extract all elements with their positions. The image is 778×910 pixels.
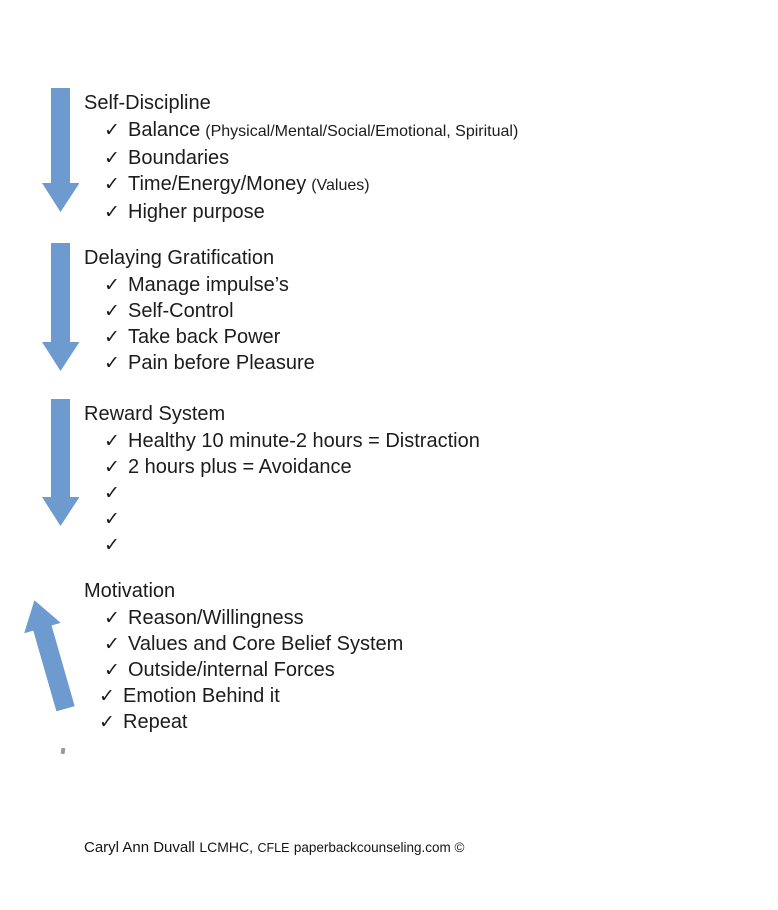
list-item: ✓ Emotion Behind it (99, 683, 704, 709)
list-item-text: Reason/Willingness (128, 607, 304, 629)
checkmark-icon: ✓ (104, 482, 120, 504)
list-item: ✓ (104, 532, 704, 558)
list-item: ✓ Pain before Pleasure (104, 350, 704, 376)
checkmark-icon: ✓ (104, 201, 120, 223)
checkmark-icon: ✓ (99, 711, 115, 733)
list-item: ✓ Take back Power (104, 324, 704, 350)
list-item: ✓ Manage impulse’s (104, 272, 704, 298)
list-item-text: Balance (128, 119, 201, 141)
list-item: ✓ Outside/internal Forces (104, 657, 704, 683)
list-item: ✓ Boundaries (104, 145, 704, 171)
checkmark-icon: ✓ (104, 147, 120, 169)
footer-attribution: Caryl Ann Duvall LCMHC, CFLE paperbackco… (84, 839, 464, 857)
author-credential-cfle: CFLE (257, 841, 290, 855)
list-item: ✓ Values and Core Belief System (104, 631, 704, 657)
checkmark-icon: ✓ (104, 508, 120, 530)
section-title: Delaying Gratification (84, 247, 275, 269)
checkmark-icon: ✓ (104, 352, 120, 374)
checkmark-icon: ✓ (104, 119, 120, 141)
up-arrow-icon (16, 595, 84, 714)
list-item-text: Take back Power (128, 326, 281, 348)
list-item-text: Pain before Pleasure (128, 352, 315, 374)
list-item-text: Manage impulse’s (128, 274, 289, 296)
list-item-text: Time/Energy/Money (128, 173, 307, 195)
checkmark-icon: ✓ (104, 659, 120, 681)
list-item-note: (Physical/Mental/Social/Emotional, Spiri… (205, 123, 519, 140)
list-item-note: (Values) (311, 177, 370, 194)
list-item-text: Repeat (123, 711, 188, 733)
section-title: Self-Discipline (84, 92, 211, 114)
down-arrow-icon (42, 399, 79, 526)
list-item: ✓ Healthy 10 minute-2 hours = Distractio… (104, 428, 704, 454)
checklist: ✓ Reason/Willingness ✓ Values and Core B… (84, 605, 704, 735)
list-item-text: Higher purpose (128, 201, 265, 223)
author-name: Caryl Ann Duvall (84, 839, 195, 856)
list-item: ✓ 2 hours plus = Avoidance (104, 454, 704, 480)
checkmark-icon: ✓ (104, 173, 120, 195)
list-item: ✓ Higher purpose (104, 199, 704, 225)
checklist: ✓ Manage impulse’s ✓ Self-Control ✓ Take… (84, 272, 704, 376)
list-item-text: Boundaries (128, 147, 230, 169)
section-title: Reward System (84, 403, 226, 425)
website-copyright: paperbackcounseling.com © (293, 840, 465, 855)
down-arrow-icon (42, 243, 79, 371)
list-item: ✓ Self-Control (104, 298, 704, 324)
list-item: ✓ Repeat (99, 709, 704, 735)
list-item-text: Self-Control (128, 300, 234, 322)
checkmark-icon: ✓ (104, 274, 120, 296)
list-item-text: Values and Core Belief System (128, 633, 404, 655)
checkmark-icon: ✓ (104, 534, 120, 556)
list-item-text: Emotion Behind it (123, 685, 280, 707)
checkmark-icon: ✓ (104, 430, 120, 452)
list-item: ✓ (104, 506, 704, 532)
list-item-text: 2 hours plus = Avoidance (128, 456, 352, 478)
list-item-text: Healthy 10 minute-2 hours = Distraction (128, 430, 480, 452)
list-item: ✓ Balance (Physical/Mental/Social/Emotio… (104, 117, 704, 145)
section-title: Motivation (84, 580, 176, 602)
list-item-text: Outside/internal Forces (128, 659, 335, 681)
checkmark-icon: ✓ (104, 326, 120, 348)
checkmark-icon: ✓ (104, 300, 120, 322)
checkmark-icon: ✓ (104, 633, 120, 655)
author-credential-lcmhc: LCMHC, (199, 839, 254, 855)
list-item: ✓ (104, 480, 704, 506)
checklist: ✓ Healthy 10 minute-2 hours = Distractio… (84, 428, 704, 558)
down-arrow-icon (42, 88, 79, 212)
checklist: ✓ Balance (Physical/Mental/Social/Emotio… (84, 117, 704, 225)
checkmark-icon: ✓ (104, 607, 120, 629)
list-item: ✓ Reason/Willingness (104, 605, 704, 631)
list-item: ✓ Time/Energy/Money (Values) (104, 171, 704, 199)
stray-mark (60, 747, 66, 755)
checkmark-icon: ✓ (99, 685, 115, 707)
checkmark-icon: ✓ (104, 456, 120, 478)
